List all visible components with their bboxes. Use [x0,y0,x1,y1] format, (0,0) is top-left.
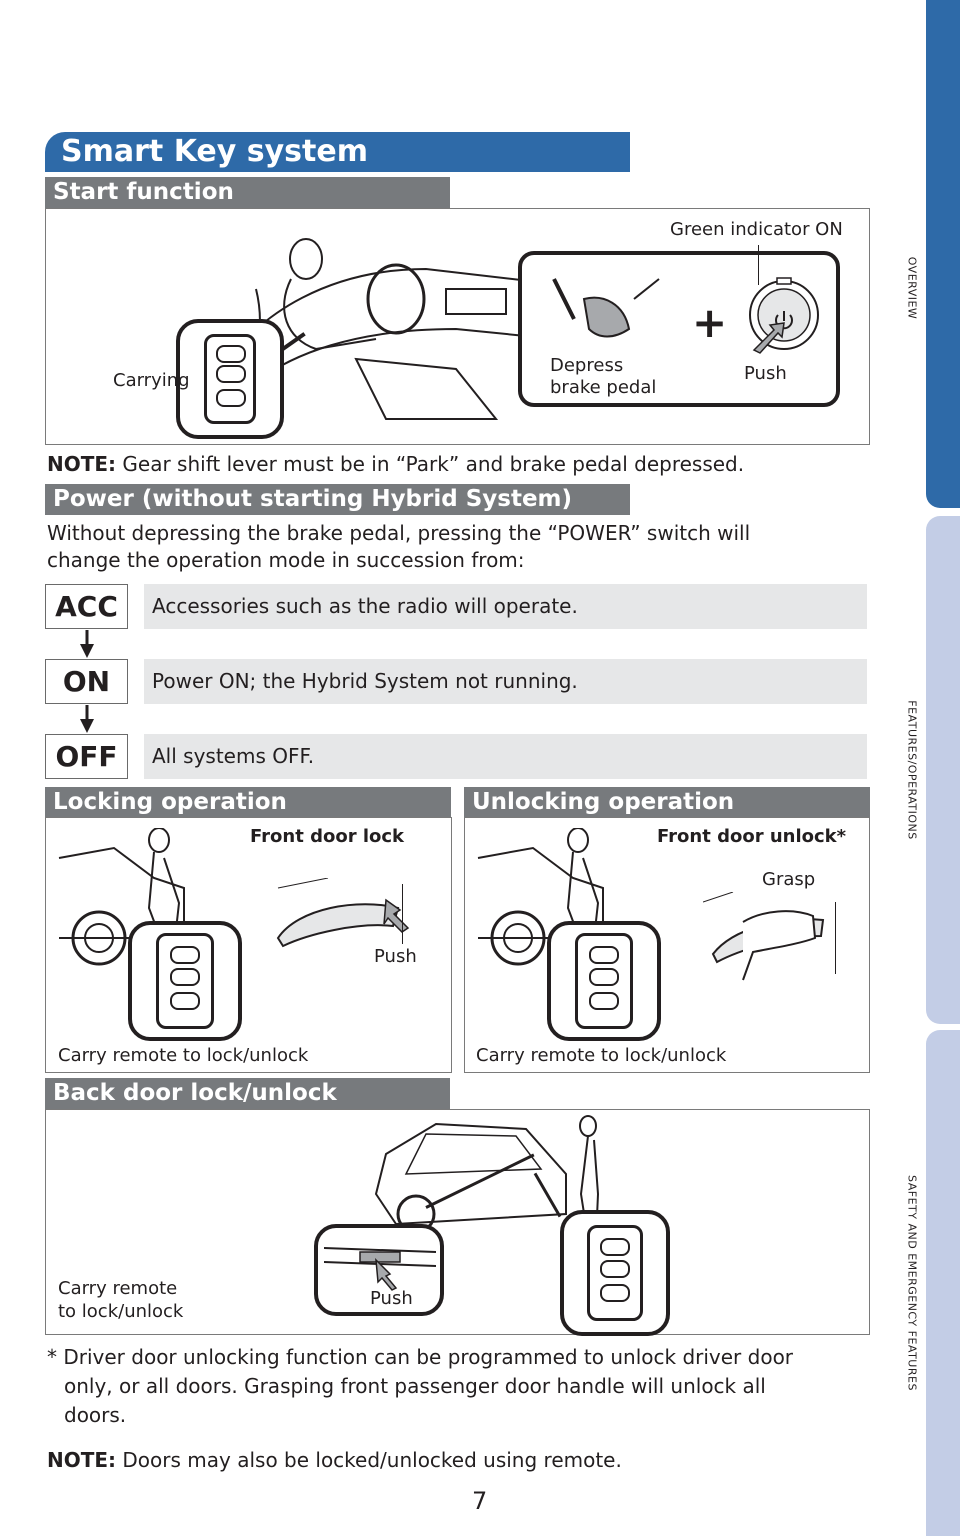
power-button-icon [749,277,819,354]
plus-icon: + [692,298,728,347]
footnote-line3: doors. [64,1403,127,1427]
smart-key-icon [587,1225,643,1321]
door-edge-line [402,884,403,944]
mode-on-desc: Power ON; the Hybrid System not running. [144,659,867,704]
start-function-box: Carrying + Depress brake pedal Push Gree… [45,208,870,445]
hand-grasp-handle-icon [703,892,825,981]
front-door-lock-caption: Front door lock [250,826,405,847]
side-tab-safety[interactable] [926,1030,960,1536]
brake-power-frame: + Depress brake pedal Push [518,251,840,407]
smart-key-icon [204,334,256,424]
side-tab-overview-text: OVERVIEW [905,256,919,320]
footnote-line2: only, or all doors. Grasping front passe… [64,1374,766,1398]
power-intro-line1: Without depressing the brake pedal, pres… [47,521,751,545]
indicator-leader-line [758,245,759,285]
mode-off-desc: All systems OFF. [144,734,867,779]
page-title: Smart Key system [61,134,368,169]
side-tab-overview[interactable]: OVERVIEW [926,0,960,508]
side-tab-safety-text: SAFETY AND EMERGENCY FEATURES [905,1175,919,1391]
grasp-label: Grasp [762,869,816,890]
unlocking-box: Front door unlock* Grasp Carry remote to… [464,817,870,1073]
side-tab-features[interactable] [926,516,960,1024]
smart-key-icon [156,933,214,1029]
push-label-trunk: Push [370,1288,413,1309]
back-door-carry-line2: to lock/unlock [58,1301,184,1322]
unlocking-header: Unlocking operation [464,787,870,817]
page-number: 7 [472,1487,488,1515]
locking-header: Locking operation [45,787,451,817]
power-header: Power (without starting Hybrid System) [45,484,630,515]
locking-carry-label: Carry remote to lock/unlock [58,1045,309,1066]
trunk-push-frame: Push [314,1224,444,1316]
depress-label-line1: Depress [550,355,624,376]
note-remote: NOTE: Doors may also be locked/unlocked … [47,1448,622,1472]
back-door-carry-line1: Carry remote [58,1278,178,1299]
unlocking-remote-frame [547,921,661,1041]
locking-remote-frame [128,921,242,1041]
push-label-power: Push [744,363,787,384]
carrying-label: Carrying [113,370,190,391]
back-door-remote-frame [560,1210,670,1336]
mode-off: OFF [45,734,128,779]
push-label-lock: Push [374,946,417,967]
mode-on: ON [45,659,128,704]
trunk-button-icon [324,1247,436,1291]
arrow-down-icon [80,630,94,658]
side-tab-features-text: FEATURES/OPERATIONS [905,700,919,840]
carrying-remote-frame [176,319,284,439]
front-door-unlock-caption: Front door unlock* [657,826,847,847]
locking-box: Front door lock Push Carry remote to loc… [45,817,452,1073]
start-function-header: Start function [45,177,450,208]
door-edge-line [835,902,836,974]
mode-acc: ACC [45,584,128,629]
back-door-box: Push Carry remote to lock/unlock [45,1109,870,1336]
brake-pedal-icon [552,278,660,338]
back-door-header: Back door lock/unlock [45,1078,450,1109]
note-park: NOTE: Gear shift lever must be in “Park”… [47,452,745,476]
mode-acc-desc: Accessories such as the radio will opera… [144,584,867,629]
power-intro-line2: change the operation mode in succession … [47,548,525,572]
page-title-bar: Smart Key system [45,132,630,172]
arrow-down-icon [80,705,94,733]
smart-key-icon [575,933,633,1029]
footnote-line1: * Driver door unlocking function can be … [47,1345,794,1369]
green-indicator-label: Green indicator ON [670,219,843,240]
unlocking-carry-label: Carry remote to lock/unlock [476,1045,727,1066]
depress-label-line2: brake pedal [550,377,657,398]
